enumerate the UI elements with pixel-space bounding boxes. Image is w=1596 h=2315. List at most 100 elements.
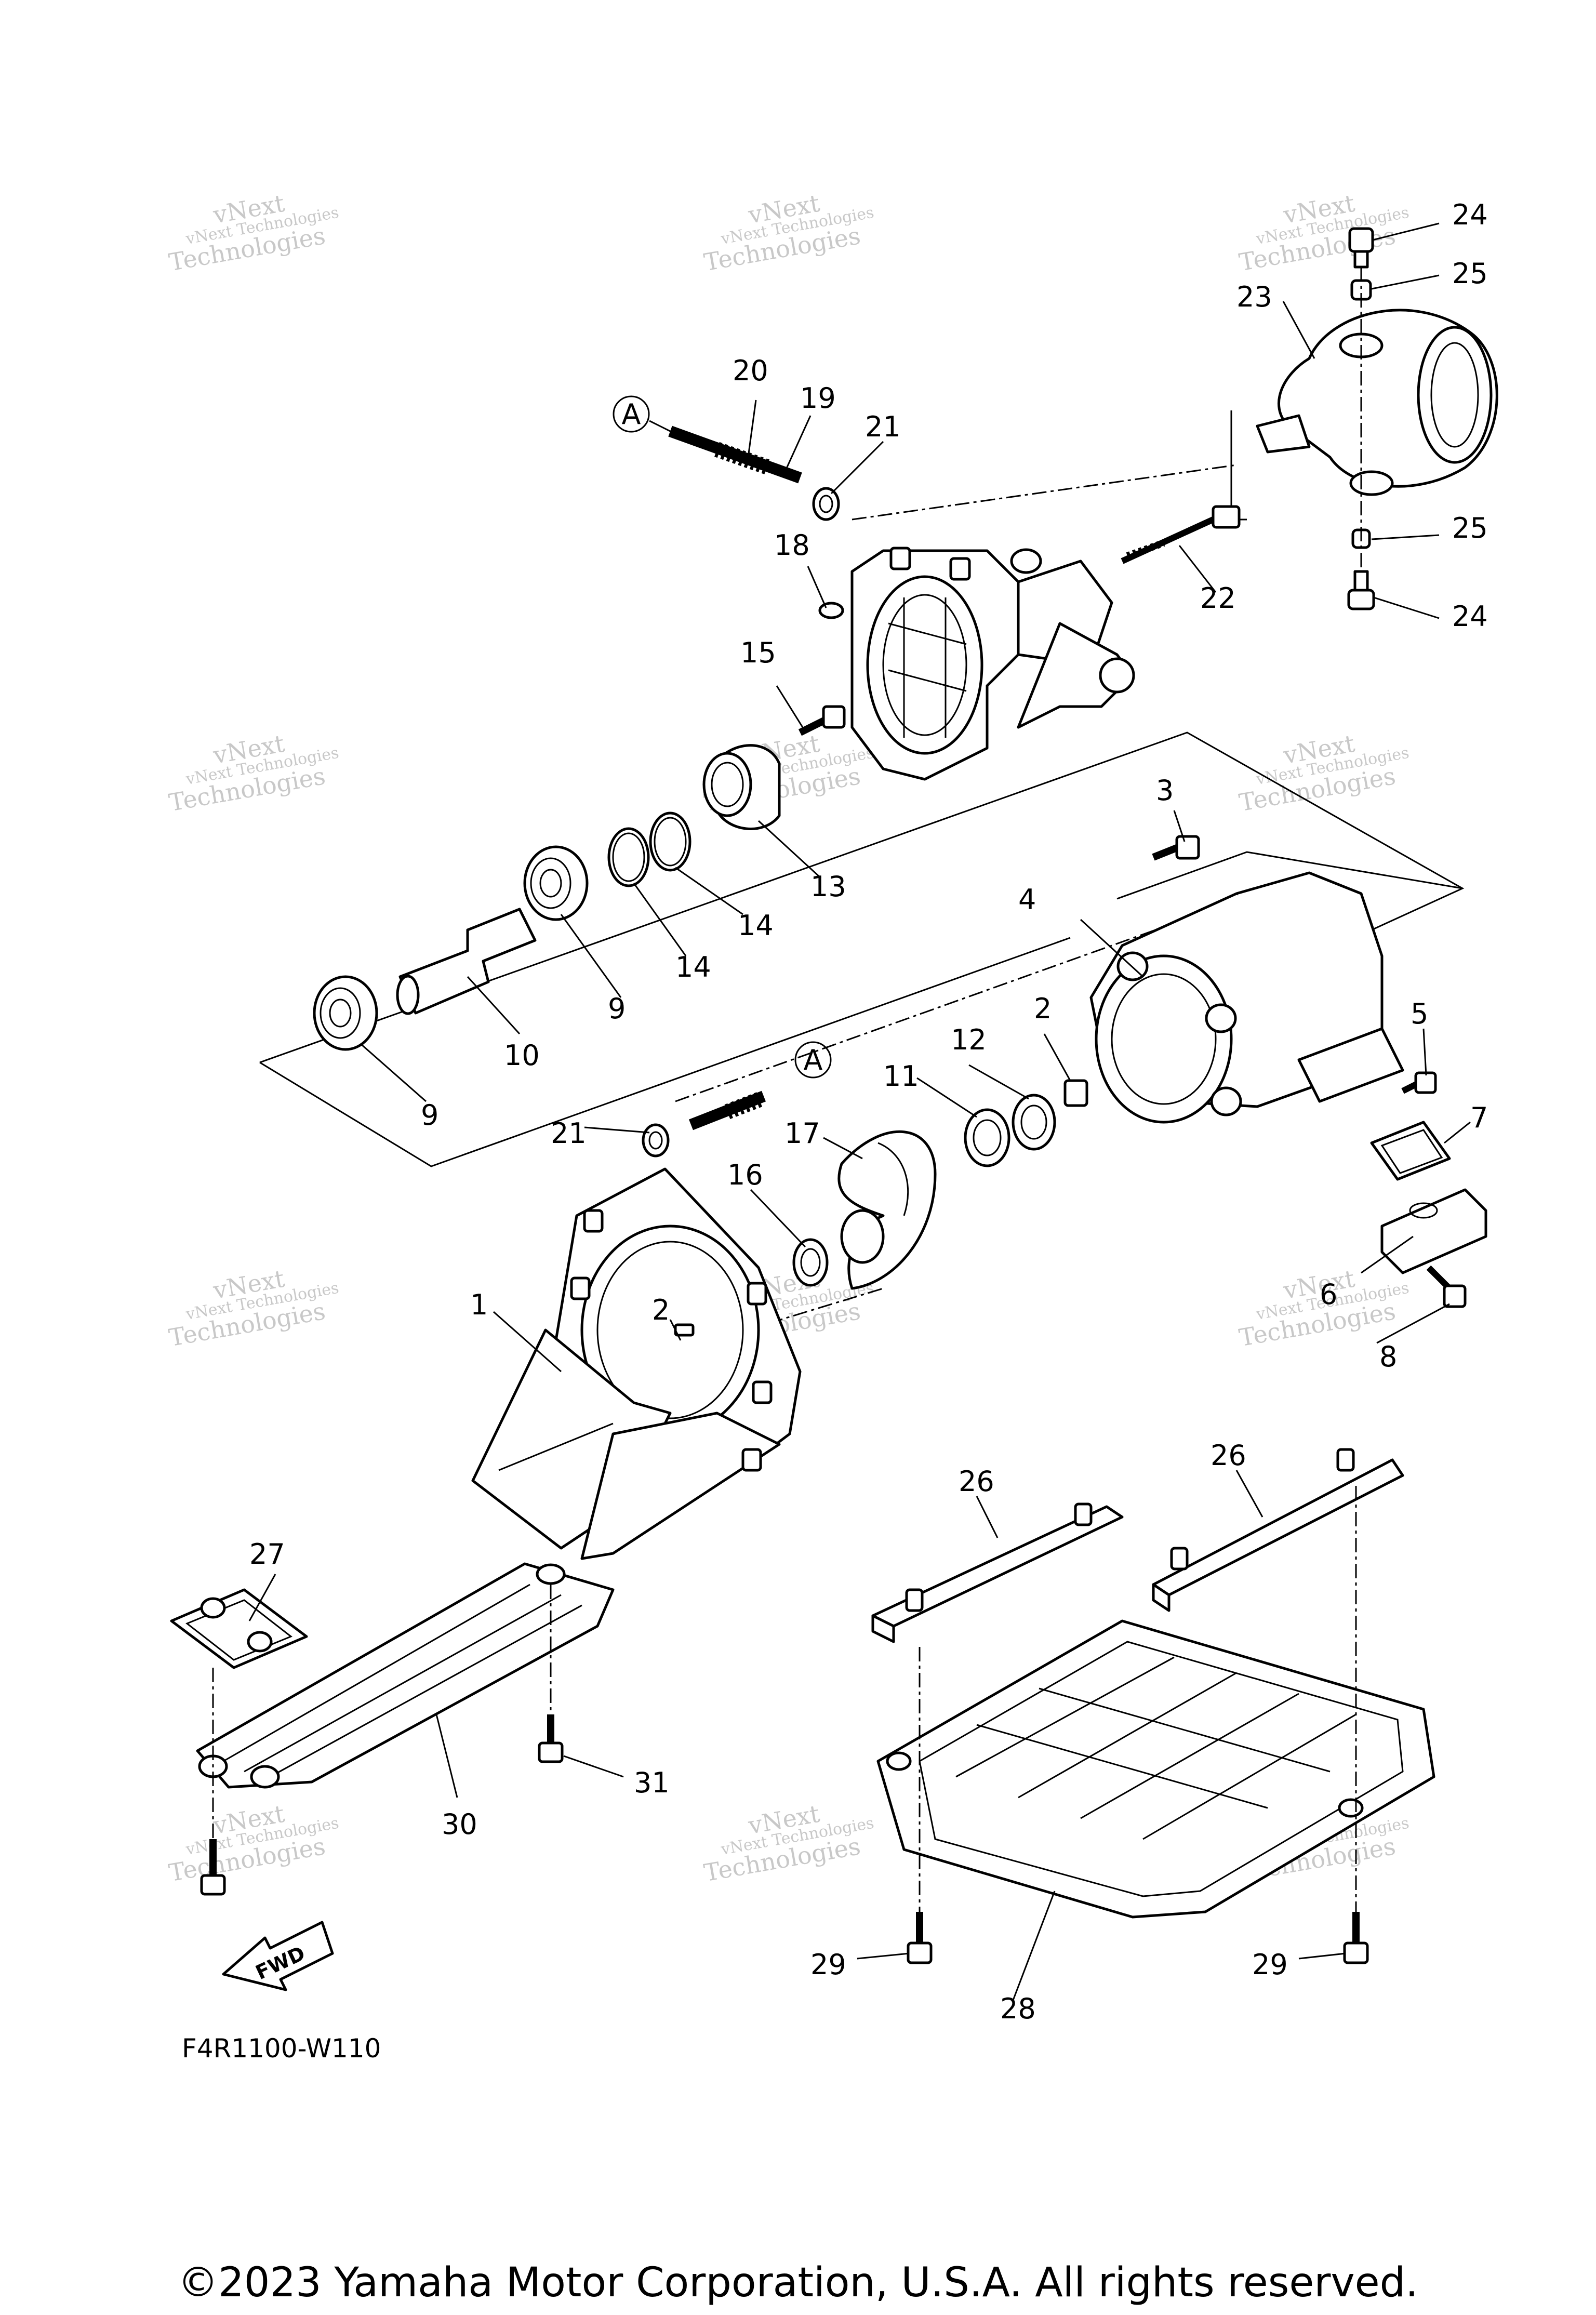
callout-28: 28 [1000,1992,1036,2025]
callout-14: 14 [738,909,774,942]
diagram-code: F4R1100-W110 [182,2033,381,2064]
callout-23: 23 [1236,281,1272,313]
intake-duct-part-1 [471,1167,802,1560]
shaft-group-outline [259,731,1465,1063]
callout-1: 1 [470,1288,488,1321]
svg-text:A: A [622,398,641,431]
nozzle-axis-line [852,464,1237,521]
bolt-part-8 [1426,1265,1467,1308]
impeller-housing-part-4 [1089,871,1404,1124]
nozzle-bolt-part-24-top [1348,227,1374,269]
gasket-part-7 [1370,1121,1451,1181]
callout-5: 5 [1411,997,1428,1030]
watermarks: vNext Technologies vNext Technologies vN… [167,189,1411,1887]
watermark: vNext Technologies vNext Technologies [1237,729,1411,817]
bearing-part-9-upper [523,845,589,921]
callout-3: 3 [1156,774,1174,807]
callout-2: 2 [652,1294,670,1326]
callout-16: 16 [727,1159,763,1191]
callout-6: 6 [1320,1278,1337,1311]
bolt-part-29-left [907,1912,933,1964]
impeller-shaft-stub [688,1090,766,1130]
watermark: vNext Technologies vNext Technologies [167,1800,340,1887]
ride-plate-part-28 [876,1619,1435,1919]
pin-part-2-upper [1063,1079,1088,1107]
callout-21: 21 [865,410,901,443]
copyright-notice: ©2023 Yamaha Motor Corporation, U.S.A. A… [178,2259,1418,2306]
watermark: vNext Technologies vNext Technologies [167,189,340,276]
long-bolt-part-22 [1121,505,1241,564]
callout-24: 24 [1452,198,1488,231]
callout-11: 11 [883,1060,919,1093]
callout-17: 17 [784,1117,820,1150]
watermark: vNext Technologies vNext Technologies [167,1265,340,1352]
callout-12: 12 [951,1023,987,1056]
callout-13: 13 [810,870,846,903]
svg-text:A: A [804,1044,823,1076]
callout-9: 9 [608,992,626,1025]
ref-marker-a-top: A [613,395,671,433]
parts: A [170,227,1498,1991]
callout-25: 25 [1452,257,1488,290]
callout-30: 30 [442,1808,477,1841]
callout-26: 26 [1211,1439,1246,1472]
bolt-part-5 [1401,1071,1437,1094]
steering-nozzle-part-23 [1256,309,1498,496]
bolt-part-31-lower [200,1839,226,1896]
drive-shaft-part-19-20 [668,425,802,484]
assembly-boundaries [259,410,1465,1362]
leader-lines [248,222,1471,2001]
callout-21: 21 [551,1117,587,1150]
o-ring-part-14-a [607,827,650,887]
callout-7: 7 [1470,1101,1488,1134]
pump-housing-part-18 [818,547,1135,781]
nozzle-bolt-part-24-bottom [1347,570,1375,610]
callout-9: 9 [421,1099,438,1132]
bearing-part-9-lower [313,975,378,1051]
callout-24: 24 [1452,600,1488,633]
callout-29: 29 [810,1948,846,1981]
callout-29: 29 [1252,1948,1288,1981]
callout-26: 26 [959,1465,994,1498]
ride-plate-rail-part-26-right [1152,1448,1404,1612]
callout-14: 14 [675,951,711,983]
ref-marker-a-lower: A [794,1041,832,1079]
callout-4: 4 [1018,883,1036,916]
watermark: vNext Technologies vNext Technologies [167,729,340,817]
callout-18: 18 [774,529,810,562]
callout-2: 2 [1034,992,1052,1025]
callout-22: 22 [1200,582,1236,615]
callout-25: 25 [1452,512,1488,544]
clamp-part-21-lower [642,1123,670,1158]
ride-plate-rail-part-26-left [871,1502,1124,1643]
clamp-part-21-top [812,487,840,521]
bolt-part-3 [1152,835,1200,861]
shaft-group-lower-outline [259,937,1071,1167]
callout-8: 8 [1379,1340,1397,1373]
cap-part-13 [702,744,781,830]
callout-27: 27 [249,1538,285,1571]
bearing-part-11 [964,1108,1010,1167]
callouts: 24 25 23 25 24 22 20 19 21 18 15 13 14 1… [249,198,1488,2025]
bolt-part-15 [798,705,846,736]
shaft-part-10 [396,908,537,1015]
bearing-part-12 [1012,1094,1056,1151]
impeller-part-17 [837,1130,937,1290]
shaft-axis-line [675,919,1185,1102]
spring-part-16 [792,1238,829,1287]
bolt-part-31 [538,1714,564,1763]
callout-10: 10 [504,1039,540,1072]
forward-direction-arrow: FWD [222,1921,334,1991]
watermark: vNext Technologies vNext Technologies [1237,189,1411,276]
cover-part-6 [1380,1188,1487,1274]
impeller-housing-group-outline [1116,851,1463,900]
watermark: vNext Technologies vNext Technologies [702,1800,875,1887]
callout-31: 31 [634,1766,670,1799]
bolt-part-29-right [1343,1912,1369,1964]
callout-20: 20 [733,354,768,387]
callout-15: 15 [740,636,776,669]
intake-grate-part-27 [170,1588,308,1669]
watermark: vNext Technologies vNext Technologies [702,189,875,276]
callout-19: 19 [800,382,836,415]
